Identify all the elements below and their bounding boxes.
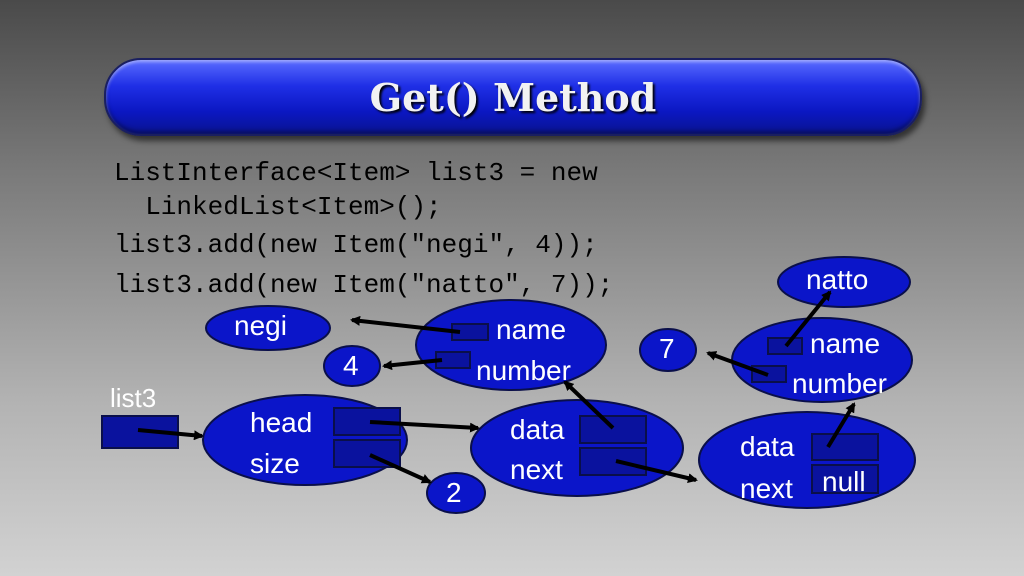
- list3-to-header-arrow: [137, 428, 204, 441]
- title-bar: Get() Method: [104, 58, 922, 136]
- item1-name-to-value-arrow: [350, 315, 461, 334]
- node2-next-slot: [811, 464, 879, 494]
- item2-name-oval: [777, 256, 911, 308]
- item1-number-to-value-arrow: [382, 358, 443, 371]
- item2-number-value: 7: [659, 333, 675, 364]
- code-line-3: list3.add(new Item("negi", 4));: [114, 230, 598, 260]
- size-to-value-arrow: [369, 453, 432, 484]
- item1-number-value: 4: [343, 350, 359, 381]
- item1-number-oval: [323, 345, 381, 387]
- item1-name-value: negi: [234, 310, 287, 341]
- code-line-2: LinkedList<Item>();: [114, 192, 442, 222]
- node1-next-label: next: [510, 454, 563, 485]
- item2-number-slot: [751, 365, 787, 383]
- code-line-4: list3.add(new Item("natto", 7));: [114, 270, 614, 300]
- node2-data-label: data: [740, 431, 795, 462]
- node1-next-to-node2-arrow: [615, 459, 698, 484]
- size-label: size: [250, 448, 300, 479]
- item2-name-value: natto: [806, 264, 869, 295]
- node1-data-slot: [579, 415, 647, 444]
- node1-data-to-item1-arrow: [563, 380, 615, 430]
- node2: [698, 411, 916, 509]
- node1-data-label: data: [510, 414, 565, 445]
- item2-number-oval: [639, 328, 697, 372]
- code-line-1: ListInterface<Item> list3 = new: [114, 158, 598, 188]
- item2-number-to-value-arrow: [706, 351, 769, 377]
- item2-name-label: name: [810, 328, 881, 359]
- item1-name-oval: [205, 305, 331, 351]
- node1: [470, 399, 684, 497]
- head-to-node1-arrow: [369, 420, 480, 433]
- item2-name-slot: [767, 337, 803, 355]
- head-label: head: [250, 407, 313, 438]
- node2-data-slot: [811, 433, 879, 461]
- item2-name-to-value-arrow: [784, 290, 832, 348]
- node2-next-label: next: [740, 473, 793, 504]
- list3-variable-label: list3: [110, 383, 157, 413]
- slide-title: Get() Method: [369, 74, 657, 120]
- size-oval: [426, 472, 486, 514]
- node2-data-to-item2-arrow: [826, 402, 856, 449]
- node2-null-value: null: [822, 466, 866, 497]
- size-value: 2: [446, 477, 462, 508]
- node1-next-slot: [579, 447, 647, 476]
- item2-number-label: number: [792, 368, 887, 399]
- item1-name-label: name: [496, 314, 567, 345]
- item1-number-label: number: [476, 355, 571, 386]
